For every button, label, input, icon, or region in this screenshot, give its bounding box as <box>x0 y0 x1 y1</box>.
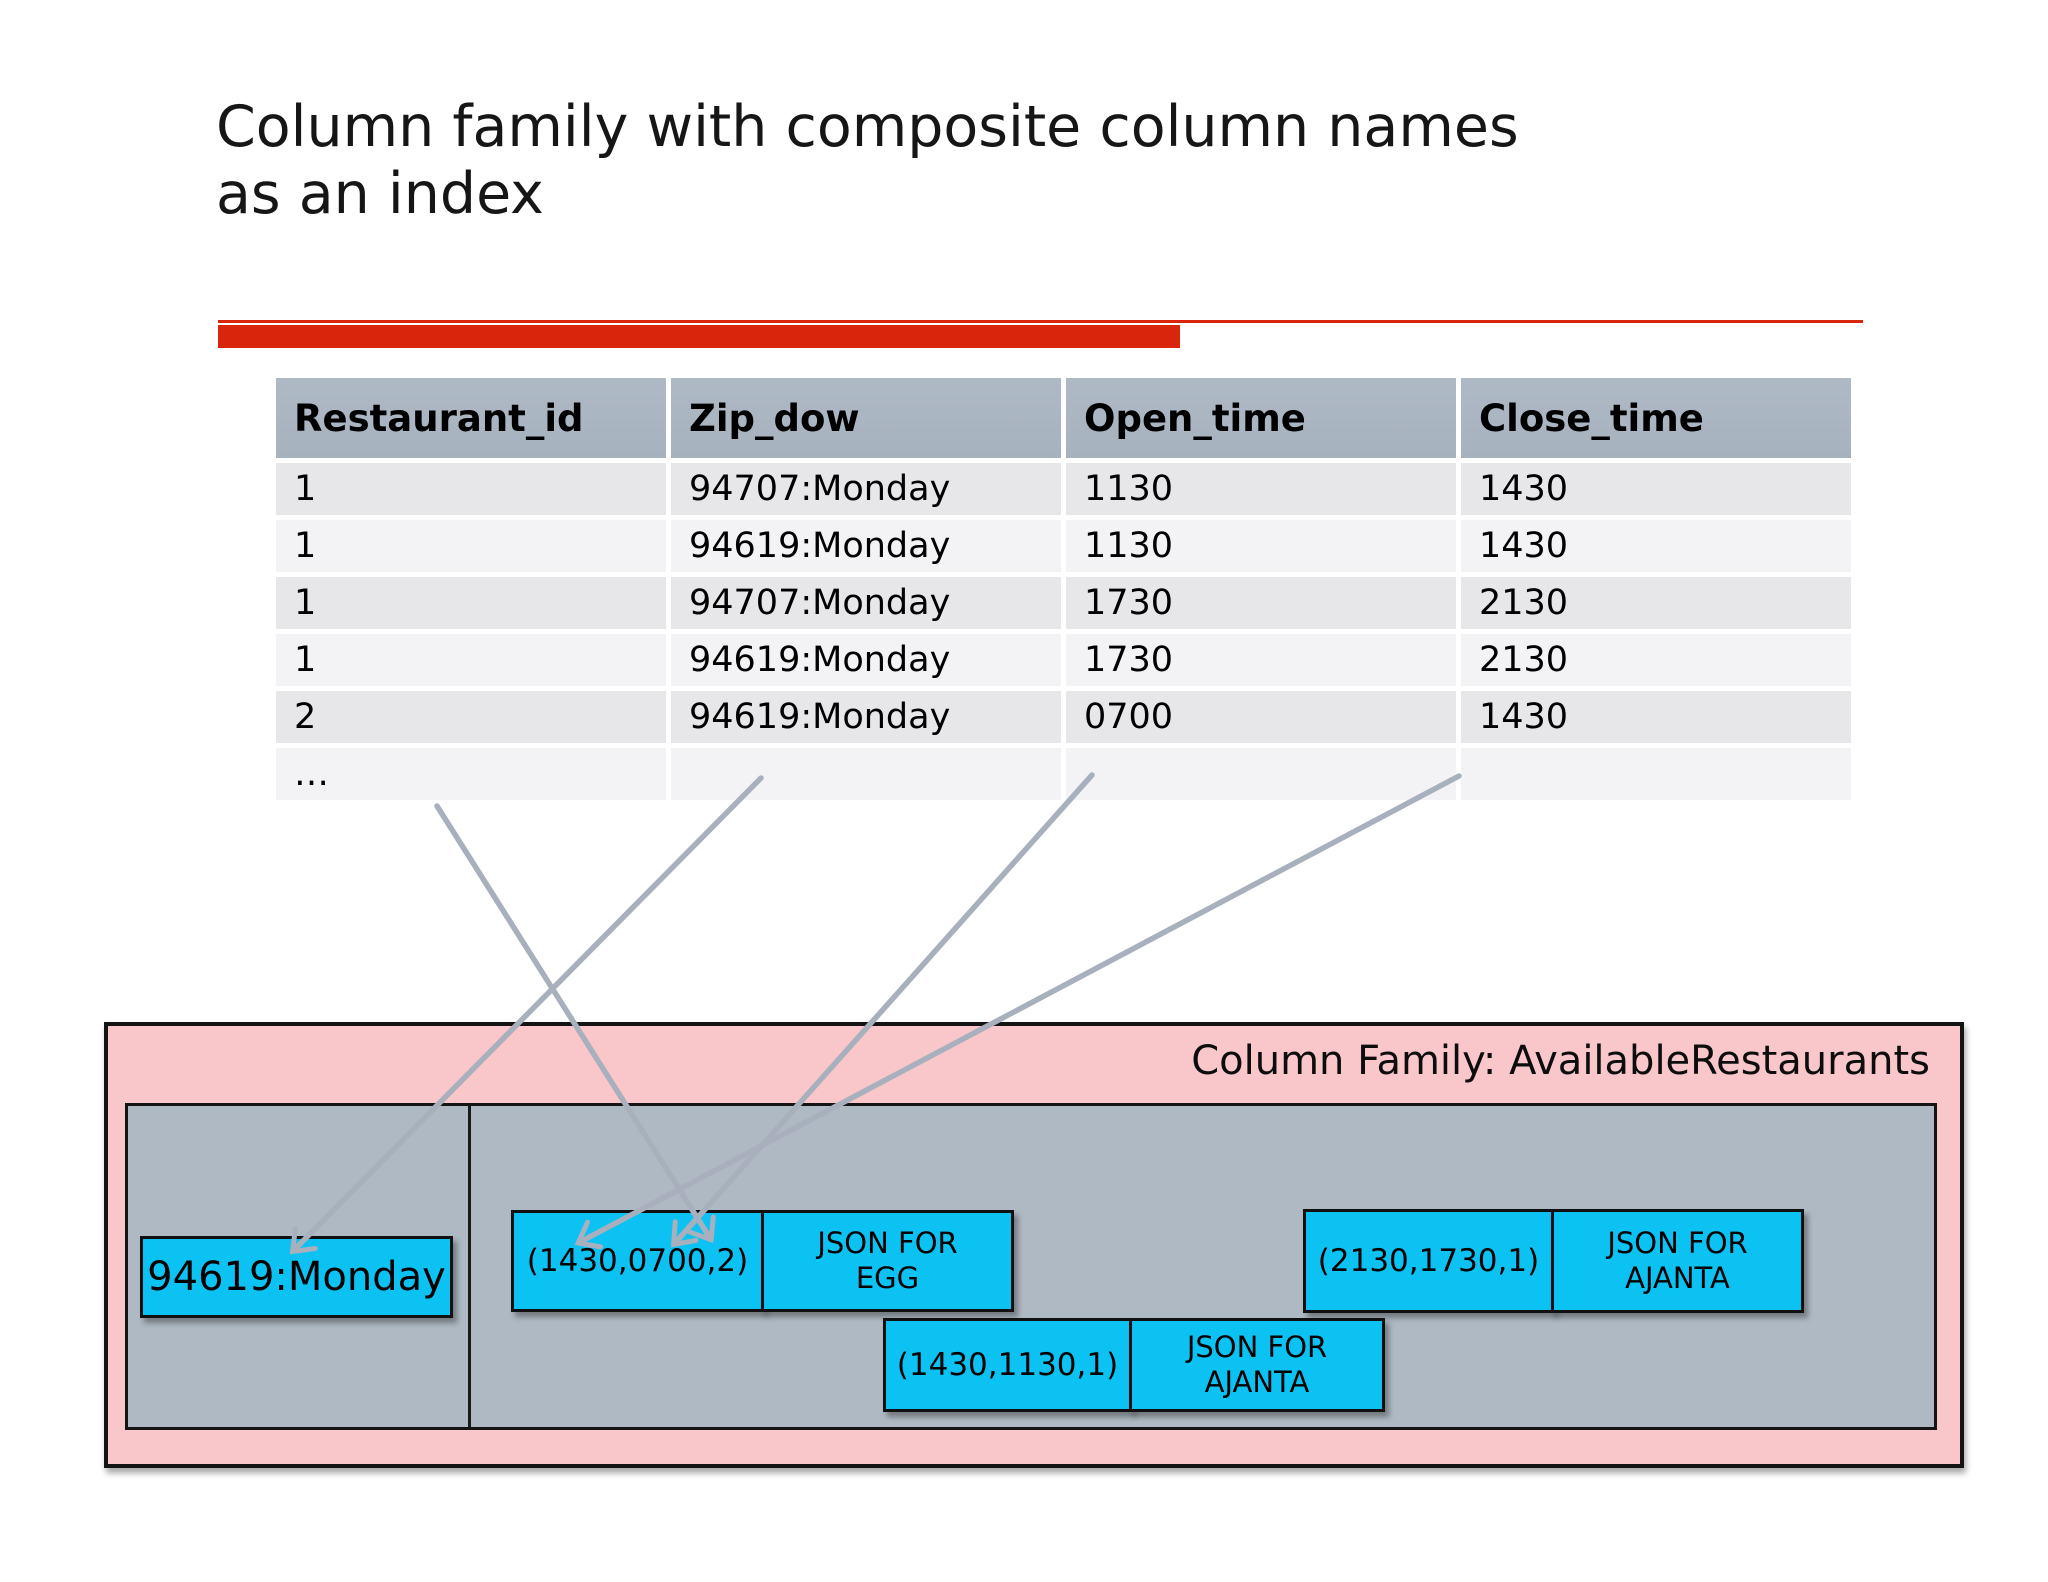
cell-ellipsis: … <box>276 748 666 800</box>
cell-empty <box>671 748 1061 800</box>
row-key-divider <box>468 1106 471 1427</box>
cell-close-time: 2130 <box>1461 634 1851 686</box>
composite-column-value: JSON FOR AJANTA <box>1551 1209 1804 1313</box>
cell-zip-dow: 94707:Monday <box>671 577 1061 629</box>
cell-open-time: 1730 <box>1066 634 1456 686</box>
cell-close-time: 1430 <box>1461 691 1851 743</box>
column-pair-egg: (1430,0700,2) JSON FOR EGG <box>511 1210 1014 1312</box>
table-header-row: Restaurant_id Zip_dow Open_time Close_ti… <box>276 378 1851 458</box>
table-row: 1 94619:Monday 1730 2130 <box>276 634 1851 686</box>
cell-restaurant-id: 2 <box>276 691 666 743</box>
column-family-label: Column Family: AvailableRestaurants <box>1191 1038 1930 1084</box>
table-row-ellipsis: … <box>276 748 1851 800</box>
table-row: 1 94707:Monday 1130 1430 <box>276 463 1851 515</box>
index-table: Restaurant_id Zip_dow Open_time Close_ti… <box>271 373 1856 805</box>
cell-restaurant-id: 1 <box>276 634 666 686</box>
cell-restaurant-id: 1 <box>276 577 666 629</box>
cell-zip-dow: 94619:Monday <box>671 520 1061 572</box>
col-header-zip-dow: Zip_dow <box>671 378 1061 458</box>
column-pair-ajanta-2: (1430,1130,1) JSON FOR AJANTA <box>883 1318 1385 1412</box>
cell-open-time: 1130 <box>1066 520 1456 572</box>
index-table-container: Restaurant_id Zip_dow Open_time Close_ti… <box>271 373 1856 805</box>
cell-zip-dow: 94707:Monday <box>671 463 1061 515</box>
row-key-cell: 94619:Monday <box>140 1236 453 1318</box>
col-header-open-time: Open_time <box>1066 378 1456 458</box>
cell-zip-dow: 94619:Monday <box>671 634 1061 686</box>
composite-column-name: (1430,0700,2) <box>511 1210 764 1312</box>
col-header-close-time: Close_time <box>1461 378 1851 458</box>
composite-column-name: (2130,1730,1) <box>1303 1209 1554 1313</box>
table-row: 2 94619:Monday 0700 1430 <box>276 691 1851 743</box>
cell-close-time: 2130 <box>1461 577 1851 629</box>
cell-open-time: 1730 <box>1066 577 1456 629</box>
cell-open-time: 1130 <box>1066 463 1456 515</box>
cell-empty <box>1066 748 1456 800</box>
cell-close-time: 1430 <box>1461 520 1851 572</box>
table-row: 1 94619:Monday 1130 1430 <box>276 520 1851 572</box>
title-rule-thick <box>218 325 1180 348</box>
cell-empty <box>1461 748 1851 800</box>
cell-restaurant-id: 1 <box>276 520 666 572</box>
composite-column-value: JSON FOR AJANTA <box>1129 1318 1385 1412</box>
col-header-restaurant-id: Restaurant_id <box>276 378 666 458</box>
cell-close-time: 1430 <box>1461 463 1851 515</box>
cell-open-time: 0700 <box>1066 691 1456 743</box>
cell-zip-dow: 94619:Monday <box>671 691 1061 743</box>
composite-column-value: JSON FOR EGG <box>761 1210 1014 1312</box>
composite-column-name: (1430,1130,1) <box>883 1318 1132 1412</box>
cell-restaurant-id: 1 <box>276 463 666 515</box>
column-pair-ajanta-1: (2130,1730,1) JSON FOR AJANTA <box>1303 1209 1804 1313</box>
slide-title: Column family with composite column name… <box>216 94 1519 227</box>
table-row: 1 94707:Monday 1730 2130 <box>276 577 1851 629</box>
title-rule-thin <box>218 320 1863 323</box>
